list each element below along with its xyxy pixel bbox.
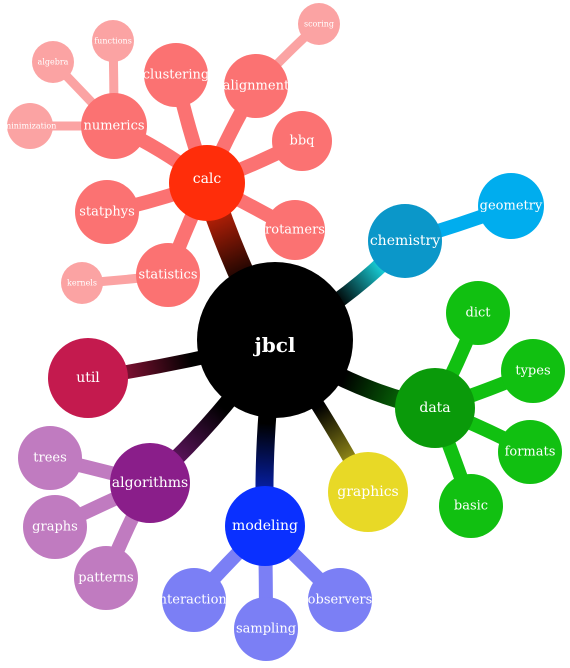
node-alignment: alignment: [223, 54, 290, 118]
node-statphys: statphys: [75, 180, 139, 244]
node-sampling: sampling: [234, 597, 298, 661]
node-trees-label: trees: [33, 451, 67, 466]
node-basic-label: basic: [454, 499, 488, 514]
node-graphics-label: graphics: [337, 484, 398, 500]
node-alignment-label: alignment: [223, 79, 290, 94]
node-functions-label: functions: [94, 37, 132, 46]
node-clustering: clustering: [143, 43, 209, 107]
node-rotamers-label: rotamers: [265, 223, 325, 238]
node-minimization-label: minimization: [4, 122, 57, 131]
node-minimization: minimization: [4, 103, 57, 149]
node-functions: functions: [92, 20, 134, 62]
root-label: jbcl: [253, 333, 296, 357]
node-observers: observers: [308, 568, 373, 632]
node-basic: basic: [439, 474, 503, 538]
node-chemistry: chemistry: [368, 204, 442, 278]
node-util-label: util: [76, 370, 100, 386]
node-algebra: algebra: [32, 41, 74, 83]
node-interactions: interactions: [155, 568, 234, 632]
node-modeling-label: modeling: [232, 518, 298, 534]
node-statistics-label: statistics: [138, 268, 197, 283]
node-dict: dict: [446, 281, 510, 345]
node-types: types: [501, 339, 565, 403]
node-types-label: types: [515, 364, 550, 379]
node-bbq: bbq: [272, 111, 332, 171]
node-trees: trees: [18, 426, 82, 490]
node-modeling: modeling: [225, 486, 305, 566]
node-clustering-label: clustering: [143, 68, 209, 83]
node-scoring: scoring: [298, 3, 340, 45]
node-geometry-label: geometry: [480, 199, 543, 214]
node-scoring-label: scoring: [304, 20, 334, 29]
node-patterns-label: patterns: [78, 571, 133, 586]
node-algorithms: algorithms: [110, 443, 190, 523]
node-formats: formats: [498, 420, 562, 484]
node-statistics: statistics: [136, 243, 200, 307]
node-algorithms-label: algorithms: [112, 475, 189, 491]
node-kernels: kernels: [61, 262, 103, 304]
node-util: util: [48, 338, 128, 418]
node-dict-label: dict: [466, 306, 492, 321]
node-data: data: [395, 368, 475, 448]
node-observers-label: observers: [308, 593, 373, 608]
node-calc: calc: [169, 145, 245, 221]
node-graphics: graphics: [328, 452, 408, 532]
node-numerics-label: numerics: [83, 119, 144, 134]
node-algebra-label: algebra: [38, 58, 69, 67]
node-formats-label: formats: [505, 445, 556, 460]
node-calc-label: calc: [193, 171, 222, 187]
node-root: jbcl: [197, 262, 353, 418]
node-sampling-label: sampling: [236, 622, 296, 637]
node-statphys-label: statphys: [79, 205, 135, 220]
node-rotamers: rotamers: [265, 200, 325, 260]
node-geometry: geometry: [478, 173, 544, 239]
node-bbq-label: bbq: [290, 134, 315, 149]
node-kernels-label: kernels: [67, 279, 97, 288]
node-graphs-label: graphs: [32, 520, 78, 535]
node-interactions-label: interactions: [155, 593, 234, 608]
node-data-label: data: [419, 400, 450, 416]
node-numerics: numerics: [81, 93, 147, 159]
node-chemistry-label: chemistry: [370, 233, 440, 249]
node-patterns: patterns: [74, 546, 138, 610]
node-graphs: graphs: [23, 495, 87, 559]
